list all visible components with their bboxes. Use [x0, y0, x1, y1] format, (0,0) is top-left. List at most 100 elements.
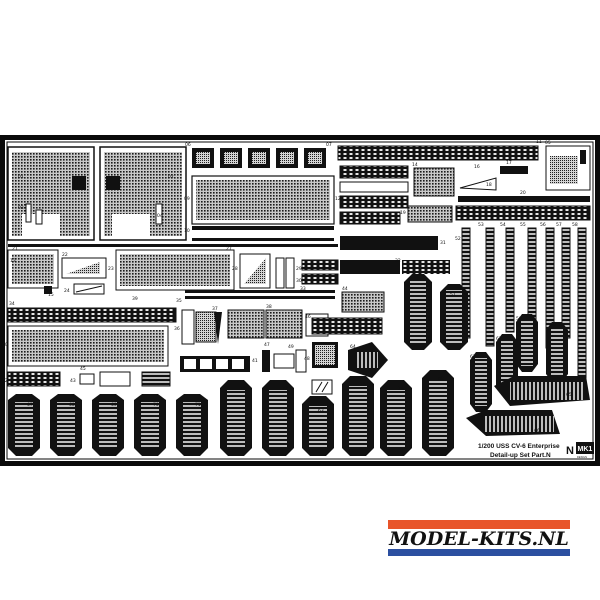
- label-32: 32: [395, 258, 401, 264]
- label-64: 64: [350, 344, 356, 350]
- label-68: 68: [69, 402, 75, 408]
- part-34-long-strip: 34: [7, 301, 177, 323]
- part-12-14: 14 12: [335, 162, 455, 209]
- part-09-mesh-panel: 09 10: [184, 175, 335, 234]
- part-22-bracket: 22 24: [61, 252, 107, 295]
- part-28-triangles: 28 29 30: [232, 253, 302, 289]
- label-70: 70: [153, 402, 159, 408]
- label-44: 44: [342, 286, 348, 292]
- label-69: 69: [111, 402, 117, 408]
- label-08: 08: [438, 376, 444, 382]
- part-61-inclined-ladder: 60: [546, 322, 568, 382]
- fret-inscription: 1/200 USS CV-6 Enterprise Detail-up Set …: [478, 442, 594, 459]
- label-51: 51: [450, 292, 456, 298]
- label-20: 20: [520, 190, 526, 196]
- label-60: 60: [550, 322, 556, 328]
- label-53: 53: [478, 222, 484, 228]
- label-57: 57: [556, 222, 562, 228]
- label-61: 61: [470, 354, 476, 360]
- part-50-inclined-ladder: 50: [404, 274, 432, 350]
- label-13: 13: [10, 258, 16, 264]
- label-52: 52: [455, 236, 461, 242]
- label-05: 05: [545, 140, 551, 146]
- label-65: 65: [566, 392, 572, 398]
- part-rails: 27 35: [8, 238, 338, 304]
- part-19-20: 19 20: [400, 190, 591, 223]
- part-36-39-small-panels: 36 37 38 39: [132, 296, 329, 345]
- label-73: 73: [282, 386, 288, 392]
- part-52-59-vertical-ladders: 52 53 54 55 56 57 58: [455, 222, 587, 379]
- part-60-inclined-ladder: 59: [516, 314, 538, 372]
- label-21: 21: [12, 246, 18, 252]
- part-65-walkway: 65: [494, 376, 590, 406]
- label-25: 25: [360, 382, 366, 388]
- label-30: 30: [296, 278, 302, 284]
- part-51-inclined-ladder: 51: [440, 284, 468, 350]
- label-34: 34: [9, 301, 15, 307]
- label-41: 41: [252, 358, 258, 364]
- part-11-strip: 11: [337, 139, 542, 161]
- part-02-deck-panel: 02 04: [99, 146, 187, 241]
- label-33: 33: [300, 286, 306, 292]
- label-26: 26: [398, 386, 404, 392]
- label-07: 07: [326, 142, 332, 148]
- label-48: 48: [304, 356, 310, 362]
- label-58: 58: [572, 222, 578, 228]
- label-09: 09: [184, 196, 190, 202]
- part-01-deck-panel: 01 03: [7, 146, 95, 241]
- part-15-16: 16 17 18: [458, 160, 530, 202]
- part-bottom-row-ladders: 67 68 69 70 71 72 73 63 25 26 08 13 15: [8, 258, 454, 456]
- label-54: 54: [500, 222, 506, 228]
- label-63: 63: [318, 408, 324, 414]
- part-23-mesh-wide: 23: [108, 249, 235, 291]
- label-14: 14: [412, 162, 418, 168]
- label-49: 49: [288, 344, 294, 350]
- label-55: 55: [520, 222, 526, 228]
- fret-title-line2: Detail-up Set Part.N: [490, 452, 551, 459]
- label-43: 43: [70, 378, 76, 384]
- label-19: 19: [400, 210, 406, 216]
- mk1-logo-sub: DESIGN: [577, 455, 587, 459]
- mk1-logo-icon: [576, 442, 594, 454]
- label-02: 02: [168, 174, 174, 180]
- label-38: 38: [266, 304, 272, 310]
- part-47-49: 49 47: [262, 342, 307, 373]
- label-15: 15: [48, 292, 54, 298]
- label-36: 36: [174, 326, 180, 332]
- part-21-mesh-block: 21: [7, 246, 59, 294]
- label-66: 66: [534, 428, 540, 434]
- label-71: 71: [195, 402, 201, 408]
- label-47: 47: [264, 342, 270, 348]
- label-12: 12: [335, 196, 341, 202]
- label-35: 35: [176, 298, 182, 304]
- part-48-mesh-square: 48: [304, 342, 338, 368]
- part-66-walkway: 66: [466, 410, 560, 436]
- part-62-inclined-ladder: 61: [470, 352, 492, 412]
- fret-title-line1: 1/200 USS CV-6 Enterprise: [478, 443, 560, 450]
- label-01: 01: [18, 174, 24, 180]
- label-11: 11: [536, 139, 542, 145]
- part-31-33-black-bars: 31 32: [339, 211, 450, 274]
- label-23: 23: [108, 266, 114, 272]
- part-40-mesh-panel: 40: [2, 325, 169, 367]
- label-29: 29: [296, 266, 302, 272]
- flag-white-stripe: [388, 529, 570, 549]
- part-64-walkway: 64: [348, 342, 388, 378]
- label-72: 72: [240, 386, 246, 392]
- flag-red-stripe: [388, 520, 570, 529]
- shop-watermark-badge: MODEL-KITS.NL: [388, 520, 570, 556]
- part-44-mesh: 44 46: [305, 286, 385, 335]
- part-41-window-plates: 41: [180, 356, 258, 372]
- part-42-strip: 42: [2, 371, 61, 387]
- part-45-46: 45 43: [70, 366, 171, 387]
- label-18: 18: [486, 182, 492, 188]
- label-03: 03: [18, 205, 24, 211]
- fret-part-letter: N: [566, 445, 574, 457]
- label-37: 37: [212, 306, 218, 312]
- label-56: 56: [540, 222, 546, 228]
- part-row-small-frames: 06 07: [185, 142, 332, 168]
- label-10: 10: [184, 228, 190, 234]
- part-33-ladders: 33: [300, 259, 339, 292]
- label-45: 45: [80, 366, 86, 372]
